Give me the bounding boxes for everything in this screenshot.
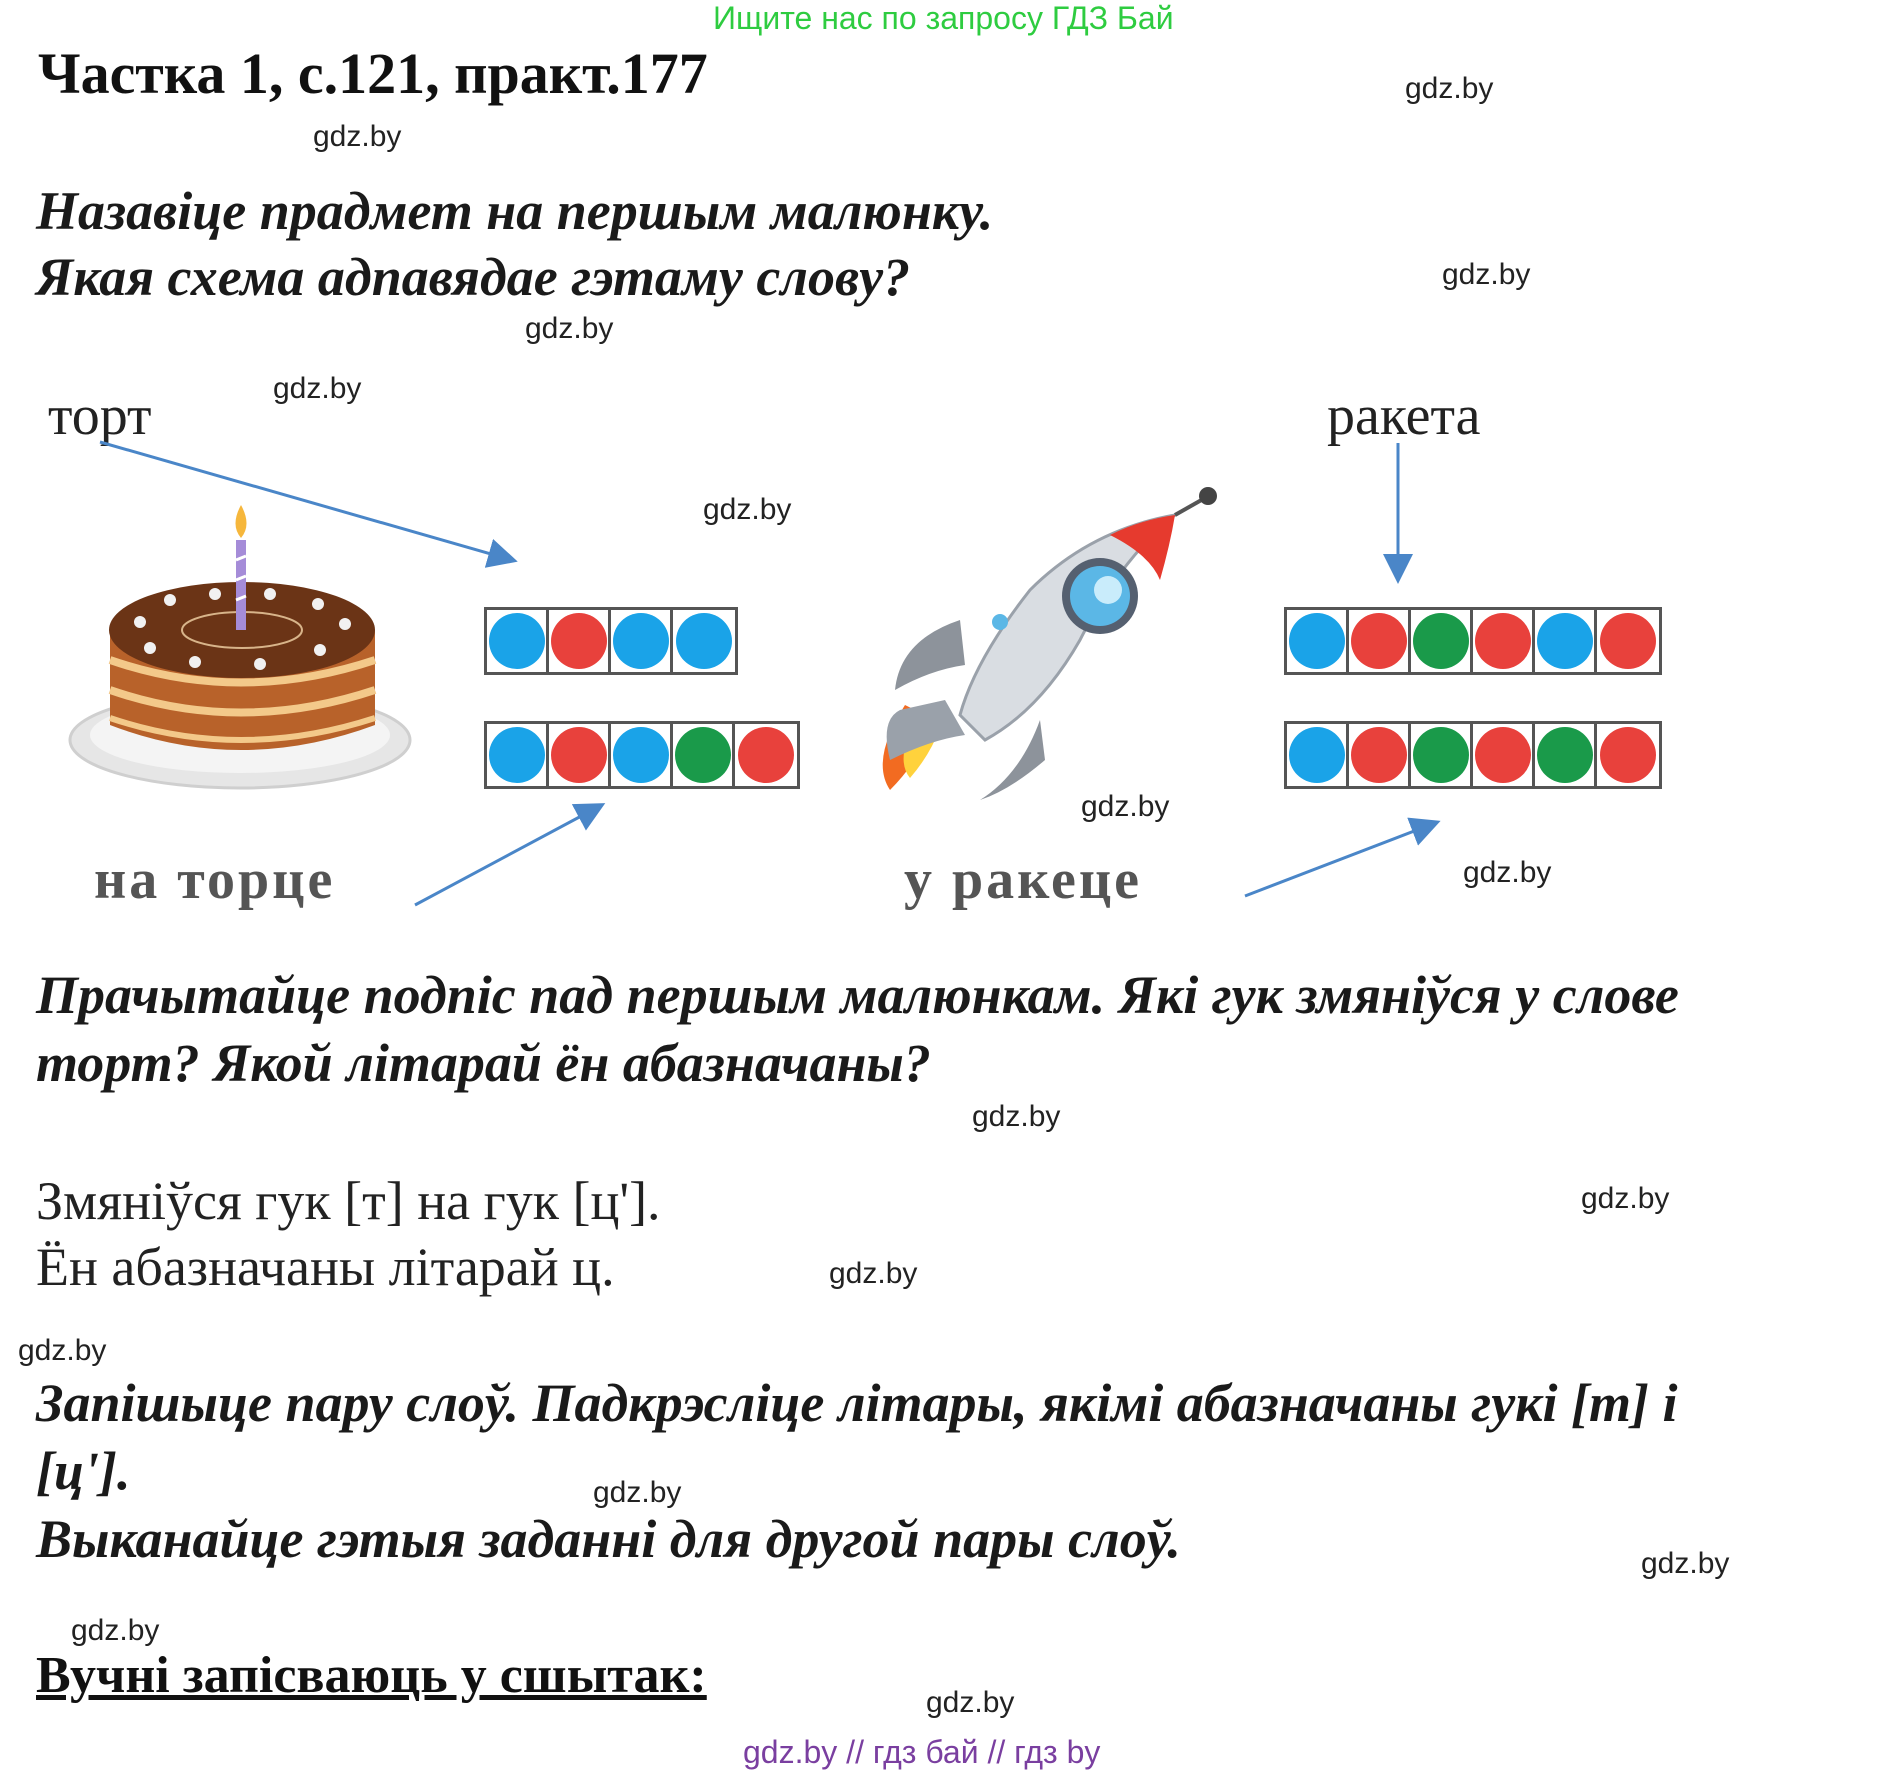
sound-dot-green [1536,727,1593,783]
watermark: gdz.by [1641,1547,1730,1580]
sound-cell [1535,610,1597,672]
sound-dot-red [1350,613,1407,669]
watermark: gdz.by [926,1686,1015,1719]
task3-line2: [ц']. [36,1441,131,1501]
sound-dot-blue [612,613,669,669]
answer-line2: Ён абазначаны літарай ц. [36,1237,615,1297]
task2-line1: Прачытайце подпіс пад першым малюнкам. Я… [36,965,1679,1025]
sound-cell [1411,610,1473,672]
sound-dot-blue [1288,613,1345,669]
watermark: gdz.by [18,1334,107,1367]
sound-dot-blue [1288,727,1345,783]
sound-cell [673,724,735,786]
watermark: gdz.by [1463,856,1552,889]
sound-cell [1473,610,1535,672]
sound-cell [1287,724,1349,786]
sound-dot-red [1600,613,1656,669]
sound-cell [611,610,673,672]
watermark: gdz.by [703,493,792,526]
sound-scheme-right-top [1284,607,1662,675]
watermark: gdz.by [525,312,614,345]
word-raketa: ракета [1327,385,1481,447]
watermark: gdz.by [71,1614,160,1647]
sound-dot-blue [676,613,732,669]
watermark: gdz.by [273,372,362,405]
notebook-heading: Вучні запісваюць у сшытак: [36,1647,707,1704]
watermark: gdz.by [829,1257,918,1290]
sound-dot-red [738,727,794,783]
task3-line1: Запішыце пару слоў. Падкрэсліце літары, … [36,1373,1678,1433]
sound-cell [549,724,611,786]
search-banner: Ищите нас по запросу ГДЗ Бай [713,0,1174,36]
arrow-na-tortse [414,803,606,907]
sound-cell [487,610,549,672]
sound-cell [1597,724,1659,786]
sound-cell [1473,724,1535,786]
sound-scheme-right-bottom [1284,721,1662,789]
sound-dot-red [550,613,607,669]
sound-dot-blue [1536,613,1593,669]
sound-scheme-left-bottom [484,721,800,789]
watermark: gdz.by [1405,72,1494,105]
footer-links: gdz.by // гдз бай // гдз by [743,1734,1101,1770]
sound-cell [1411,724,1473,786]
sound-dot-blue [612,727,669,783]
cake-illustration [68,505,412,790]
watermark: gdz.by [1581,1182,1670,1215]
watermark: gdz.by [1442,258,1531,291]
sound-scheme-left-top [484,607,738,675]
page-title: Частка 1, с.121, практ.177 [38,41,708,106]
watermark: gdz.by [1081,790,1170,823]
task1-line2: Якая схема адпавядае гэтаму слову? [36,247,911,307]
sound-cell [1597,610,1659,672]
arrow-u-raketse [1244,817,1441,898]
arrow-tort [99,440,518,568]
task1-line1: Назавіце прадмет на першым малюнку. [36,181,994,241]
sound-dot-green [674,727,731,783]
sound-cell [1535,724,1597,786]
task2-line2: торт? Якой літарай ён абазначаны? [36,1033,931,1093]
sound-cell [549,610,611,672]
word-tort: торт [48,385,152,447]
answer-line1: Змяніўся гук [т] на гук [ц']. [36,1171,661,1231]
sound-dot-green [1412,727,1469,783]
sound-dot-red [1474,613,1531,669]
watermark: gdz.by [313,120,402,153]
sound-dot-blue [488,613,545,669]
watermark: gdz.by [593,1476,682,1509]
sound-cell [487,724,549,786]
sound-dot-red [550,727,607,783]
watermark: gdz.by [972,1100,1061,1133]
caption-na-tortse: на торце [94,849,336,911]
sound-dot-red [1600,727,1656,783]
sound-dot-red [1350,727,1407,783]
sound-cell [1287,610,1349,672]
rocket-illustration [882,487,1217,800]
sound-cell [735,724,797,786]
sound-dot-green [1412,613,1469,669]
sound-cell [1349,610,1411,672]
sound-cell [1349,724,1411,786]
task3-line3: Выканайце гэтыя заданні для другой пары … [36,1509,1181,1569]
sound-dot-red [1474,727,1531,783]
sound-cell [611,724,673,786]
sound-dot-blue [488,727,545,783]
caption-u-raketse: у ракеце [904,849,1142,911]
sound-cell [673,610,735,672]
